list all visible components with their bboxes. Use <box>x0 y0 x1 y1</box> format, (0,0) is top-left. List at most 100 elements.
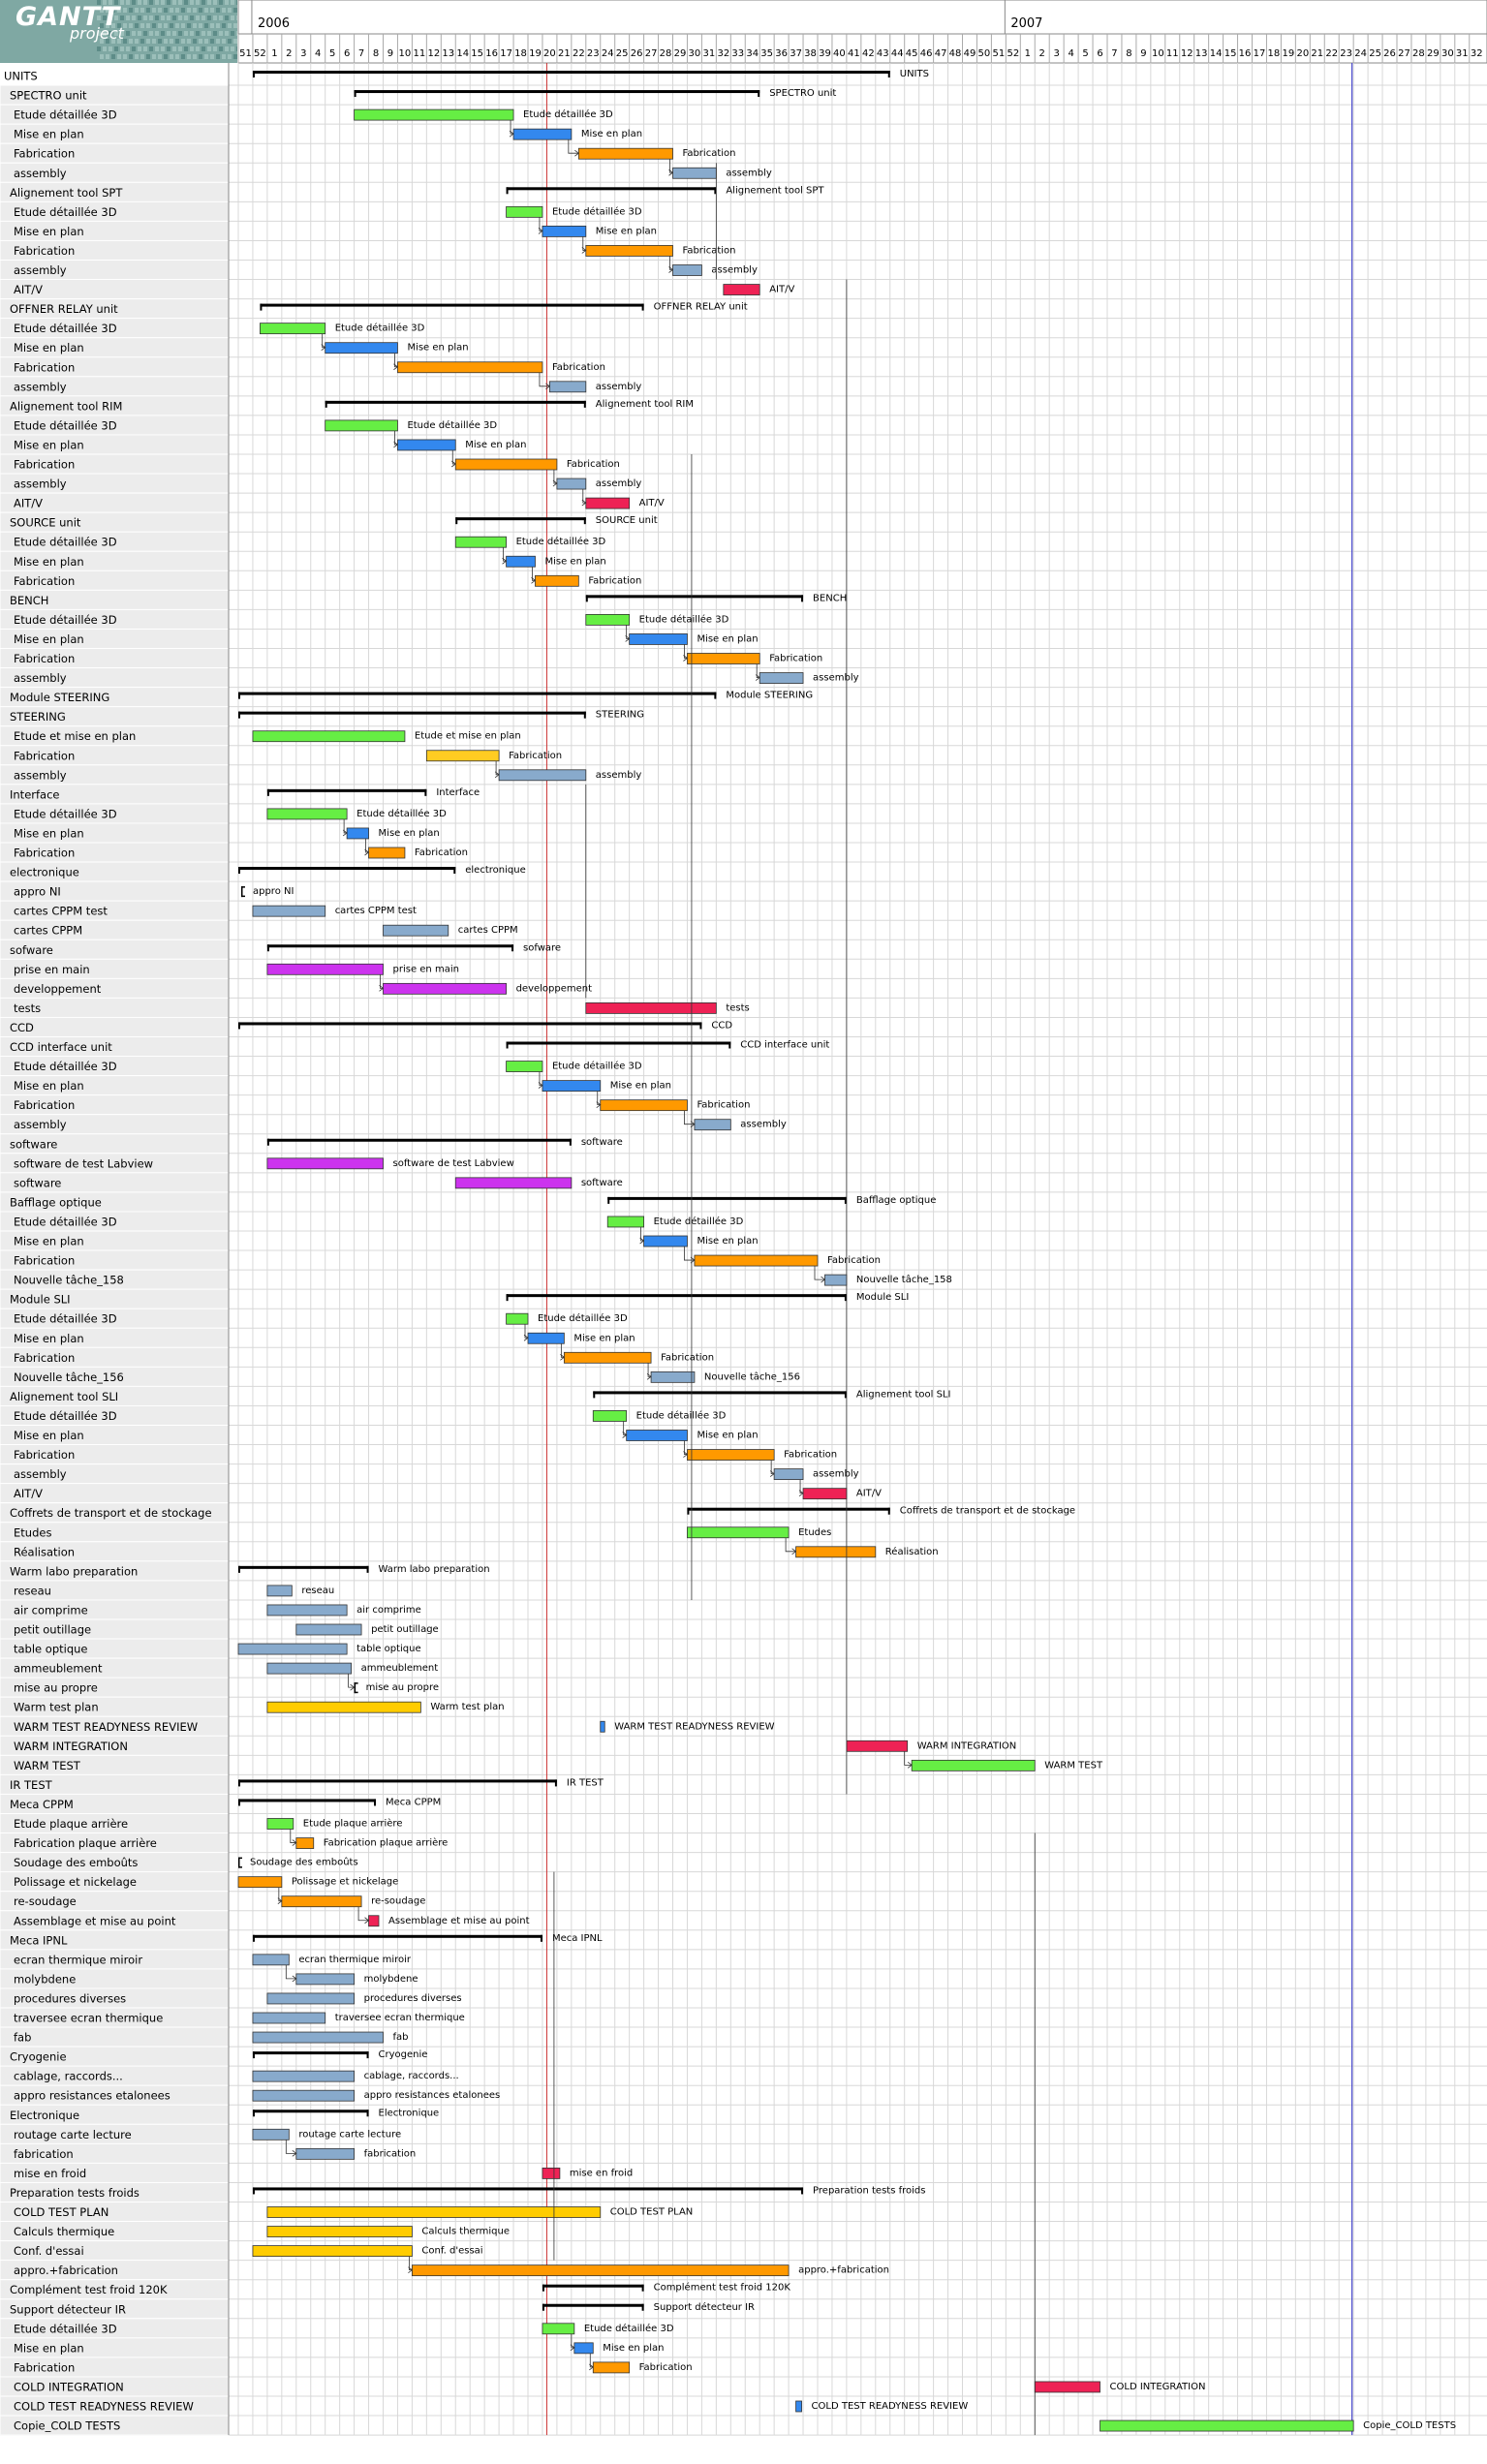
logo-tile <box>161 0 165 5</box>
summary-bar-end-tick <box>453 867 456 875</box>
week-label: 9 <box>1140 48 1146 59</box>
logo-tile <box>114 31 118 36</box>
task-bar-label: Etude détaillée 3D <box>552 1061 642 1072</box>
task-name: Etude détaillée 3D <box>14 205 117 219</box>
logo-tile <box>190 46 194 51</box>
logo-tile <box>143 0 147 5</box>
logo-tile <box>236 31 237 36</box>
logo-tile <box>184 31 188 36</box>
task-bar-label: assembly <box>711 265 758 276</box>
task-bar-label: fabrication <box>364 2148 417 2159</box>
logo-tile <box>140 8 144 13</box>
task-bar <box>723 284 760 295</box>
summary-bar-end-tick <box>569 1138 572 1146</box>
bracket-mark <box>238 1857 240 1868</box>
task-bar-label: Mise en plan <box>544 556 605 567</box>
logo-tile <box>216 8 220 13</box>
bracket-mark <box>240 895 245 898</box>
summary-bar <box>266 944 514 948</box>
task-name: UNITS <box>4 70 38 83</box>
logo-tile <box>120 0 124 5</box>
task-name: traversee ecran thermique <box>14 2012 163 2025</box>
week-label: 32 <box>717 48 729 59</box>
logo-tile <box>187 8 191 13</box>
logo-tile <box>207 46 211 51</box>
task-name: COLD INTEGRATION <box>14 2380 124 2393</box>
task-bar <box>383 924 449 937</box>
week-label: 19 <box>1283 48 1295 59</box>
task-bar-label: AIT/V <box>769 285 794 295</box>
summary-bar-start-tick <box>252 71 255 77</box>
week-label: 11 <box>414 48 426 59</box>
task-name: Fabrication <box>14 244 75 258</box>
logo-tile <box>114 0 118 5</box>
task-bar <box>237 1643 348 1655</box>
task-name: COLD TEST PLAN <box>14 2205 108 2219</box>
task-bar-label: Etude détaillée 3D <box>407 419 497 431</box>
task-name: Fabrication <box>14 652 75 665</box>
task-bar <box>694 1254 819 1267</box>
dependency-line <box>582 489 586 504</box>
task-name: ecran thermique miroir <box>14 1953 142 1966</box>
task-bar-label: Fabrication <box>588 575 641 586</box>
week-label: 10 <box>399 48 412 59</box>
summary-bar <box>238 692 717 695</box>
dependency-arrows <box>277 120 1036 2436</box>
week-label: 42 <box>862 48 875 59</box>
dependency-arrowhead <box>393 363 399 371</box>
task-bar <box>563 1351 652 1364</box>
task-name: routage carte lecture <box>14 2128 132 2141</box>
task-bar <box>454 1177 573 1189</box>
summary-bar-end-tick <box>641 303 644 311</box>
dependency-arrowhead <box>668 266 674 273</box>
logo-tile <box>228 54 232 59</box>
task-bar-label: Mise en plan <box>465 440 526 450</box>
logo-tile <box>146 8 150 13</box>
logo-tile <box>199 39 202 44</box>
task-bar-label: Fabrication <box>415 847 468 858</box>
logo-tile <box>97 0 101 5</box>
logo-tile <box>228 23 232 28</box>
summary-bar-end-tick <box>583 711 586 719</box>
task-bar-label: software de test Labview <box>393 1158 514 1169</box>
task-name: Mise en plan <box>14 1079 84 1093</box>
week-label: 27 <box>1398 48 1410 59</box>
task-bar <box>425 750 500 762</box>
dependency-arrowhead <box>646 1373 652 1380</box>
task-name: Etudes <box>14 1525 51 1539</box>
task-bar <box>252 1954 290 1966</box>
task-name: Warm test plan <box>14 1701 99 1714</box>
task-name: Mise en plan <box>14 1332 84 1345</box>
week-label: 7 <box>1111 48 1117 59</box>
week-label: 25 <box>616 48 629 59</box>
task-name: AIT/V <box>14 497 43 510</box>
task-bar <box>795 2400 802 2413</box>
task-bar-label: Etude détaillée 3D <box>552 205 642 217</box>
logo-tile <box>231 31 234 36</box>
gantt-project-logo: GANTT project <box>0 0 237 63</box>
dependency-arrowhead <box>494 771 500 779</box>
summary-bar-end-tick <box>424 788 427 796</box>
week-label: 13 <box>1195 48 1208 59</box>
logo-tile <box>140 39 144 44</box>
task-bar <box>542 1080 602 1092</box>
logo-tile <box>152 39 156 44</box>
task-name: SPECTRO unit <box>10 89 87 103</box>
task-bar-label: Mise en plan <box>581 129 642 139</box>
dependency-line <box>814 1266 825 1280</box>
logo-tile <box>155 46 159 51</box>
summary-bar-start-tick <box>593 1391 596 1399</box>
task-bar-label: Fabrication plaque arrière <box>324 1837 449 1849</box>
logo-tile <box>126 31 130 36</box>
logo-tile <box>187 39 191 44</box>
logo-tile <box>201 0 205 5</box>
week-label: 23 <box>587 48 600 59</box>
week-label: 13 <box>442 48 454 59</box>
summary-bar <box>266 788 427 792</box>
logo-tile <box>108 31 112 36</box>
week-label: 33 <box>731 48 744 59</box>
summary-bar <box>542 2303 644 2307</box>
task-bar-label: Etude détaillée 3D <box>523 108 613 120</box>
dependency-arrowhead <box>292 2150 297 2157</box>
logo-tile <box>225 31 229 36</box>
